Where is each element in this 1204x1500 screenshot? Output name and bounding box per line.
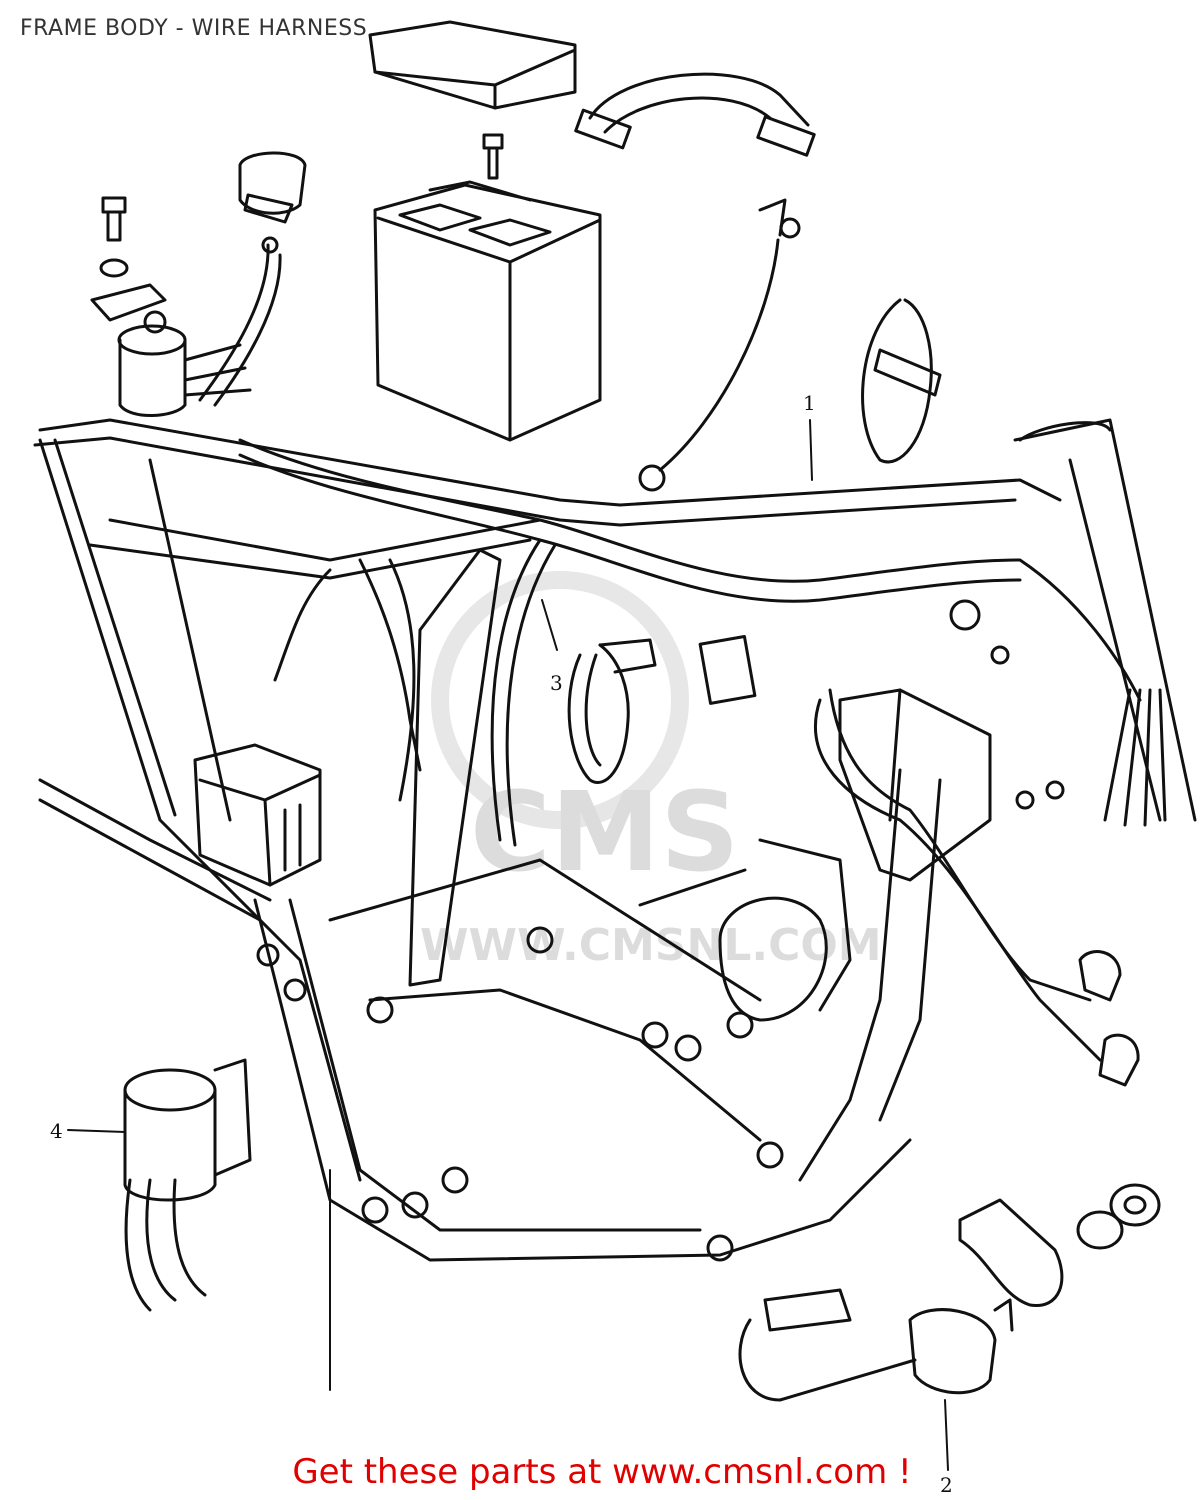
switch-unit bbox=[123, 1058, 252, 1312]
watermark-brand: CMS bbox=[470, 768, 739, 896]
wire-harness bbox=[238, 438, 1167, 1062]
battery-positive-cable bbox=[198, 236, 282, 407]
ignition-unit bbox=[838, 688, 1140, 1087]
starter-relay bbox=[90, 283, 252, 417]
horn bbox=[638, 838, 852, 1022]
battery-bolt bbox=[482, 133, 504, 180]
diagram-title: FRAME BODY - WIRE HARNESS bbox=[20, 16, 368, 41]
neutral-switch bbox=[738, 1288, 1014, 1402]
battery-ground-cable bbox=[638, 198, 801, 492]
regulator bbox=[193, 743, 322, 887]
callout-1: 1 bbox=[803, 391, 816, 415]
battery-strap bbox=[574, 72, 816, 157]
battery bbox=[373, 180, 602, 442]
frame-body bbox=[33, 418, 1197, 1262]
callout-2: 2 bbox=[940, 1473, 953, 1497]
watermark: CMS WWW.CMSNL.COM bbox=[420, 571, 882, 971]
cable-band-upper bbox=[861, 298, 942, 464]
cable-band bbox=[567, 638, 657, 784]
callout-3: 3 bbox=[550, 671, 563, 695]
terminal-cap bbox=[238, 151, 307, 224]
parts-link[interactable]: Get these parts at www.cmsnl.com ! bbox=[292, 1452, 912, 1492]
watermark-site: WWW.CMSNL.COM bbox=[420, 920, 882, 971]
bolt-washer bbox=[99, 196, 129, 278]
bracket-washers bbox=[958, 1183, 1161, 1307]
callout-4: 4 bbox=[50, 1119, 63, 1143]
battery-cover bbox=[368, 20, 577, 110]
